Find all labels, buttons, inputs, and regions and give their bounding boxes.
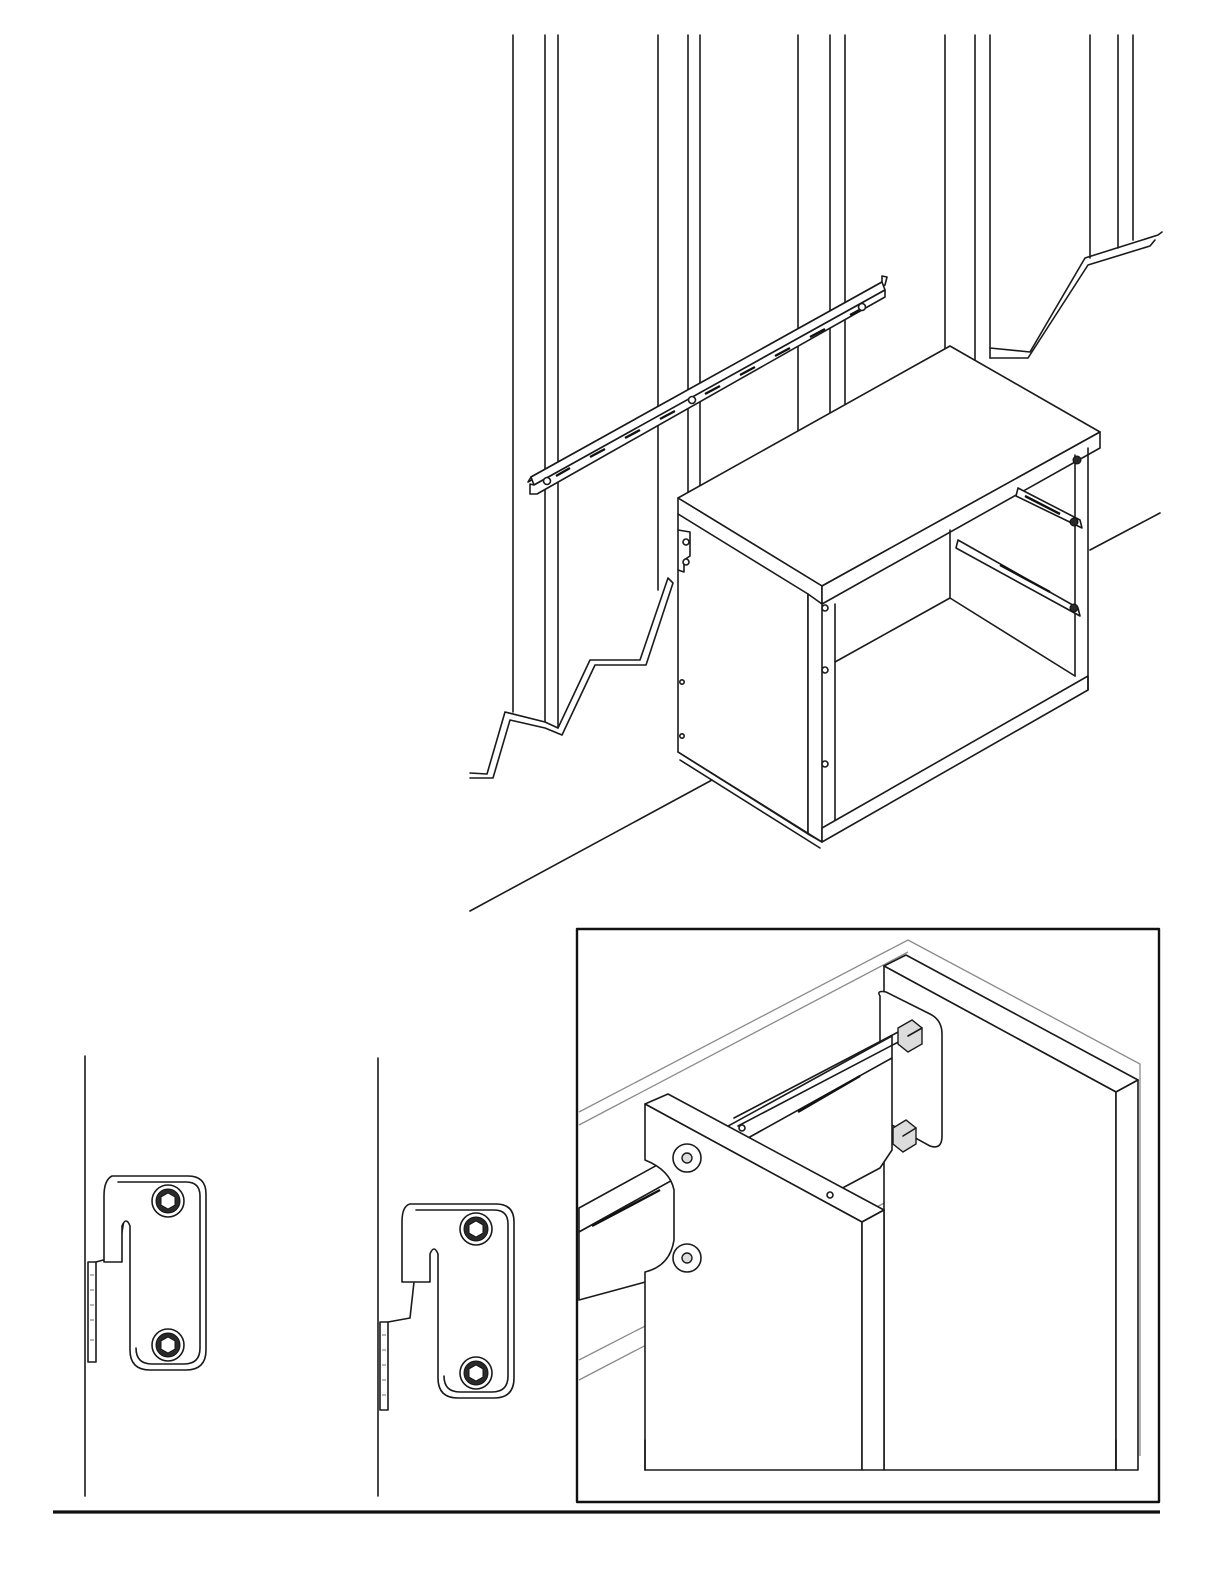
- detail-bracket-hooked: [378, 1058, 514, 1496]
- cabinet: [678, 346, 1100, 848]
- wall-studs: [513, 35, 1133, 728]
- detail-bracket-before: [85, 1056, 206, 1496]
- floor-line-back: [1090, 513, 1160, 550]
- hex-bolt-icon: [460, 1357, 492, 1389]
- main-view: [470, 35, 1162, 911]
- hex-bolt-icon: [460, 1213, 492, 1245]
- wall-break-line-upper: [990, 232, 1162, 358]
- wall-break-line-lower: [470, 578, 673, 778]
- hex-bolt-icon: [152, 1329, 184, 1361]
- bracket-plate: [402, 1204, 514, 1398]
- detail-inset: [577, 929, 1159, 1502]
- floor-line-front: [470, 780, 712, 911]
- hex-bolt-icon: [152, 1185, 184, 1217]
